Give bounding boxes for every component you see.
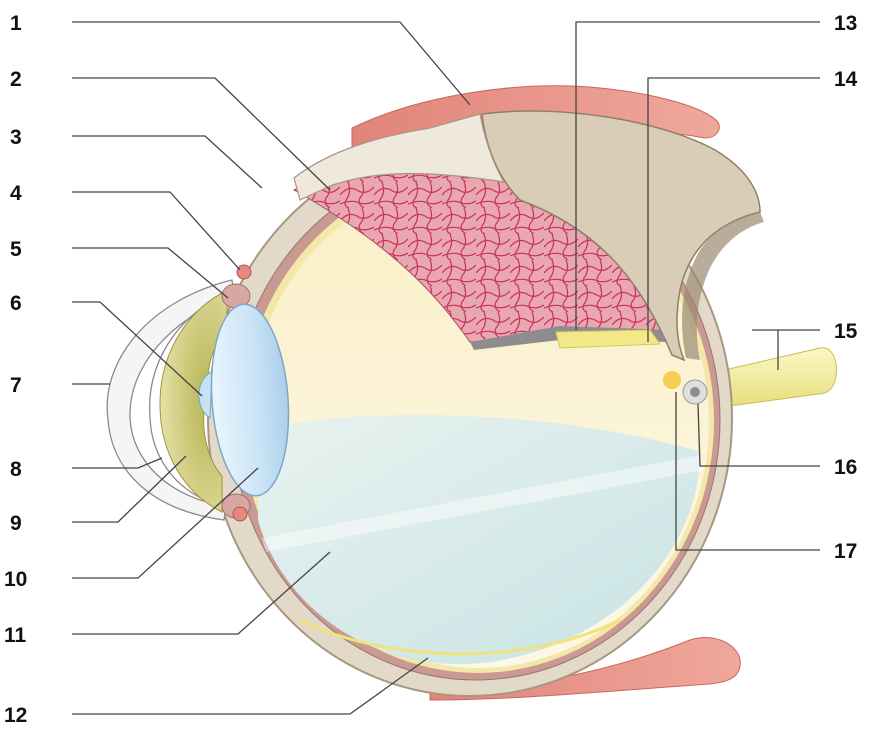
label-5: 5 xyxy=(10,238,22,261)
label-17: 17 xyxy=(834,540,857,563)
leader-4 xyxy=(72,192,240,270)
label-14: 14 xyxy=(834,68,858,91)
leader-1 xyxy=(72,22,470,105)
label-1: 1 xyxy=(10,12,22,35)
label-16: 16 xyxy=(834,456,857,479)
label-7: 7 xyxy=(10,374,22,397)
label-13: 13 xyxy=(834,12,857,35)
canal-upper xyxy=(237,265,251,279)
macula xyxy=(663,371,681,389)
label-8: 8 xyxy=(10,458,22,481)
optic-disc-center xyxy=(690,387,700,397)
canal-lower xyxy=(233,507,247,521)
label-4: 4 xyxy=(10,182,22,205)
label-6: 6 xyxy=(10,292,22,315)
label-12: 12 xyxy=(4,704,27,727)
label-10: 10 xyxy=(4,568,27,591)
label-3: 3 xyxy=(10,126,22,149)
leader-2 xyxy=(72,78,330,190)
label-2: 2 xyxy=(10,68,22,91)
leader-3 xyxy=(72,136,262,188)
label-11: 11 xyxy=(4,624,27,647)
label-15: 15 xyxy=(834,320,858,343)
label-9: 9 xyxy=(10,512,22,535)
